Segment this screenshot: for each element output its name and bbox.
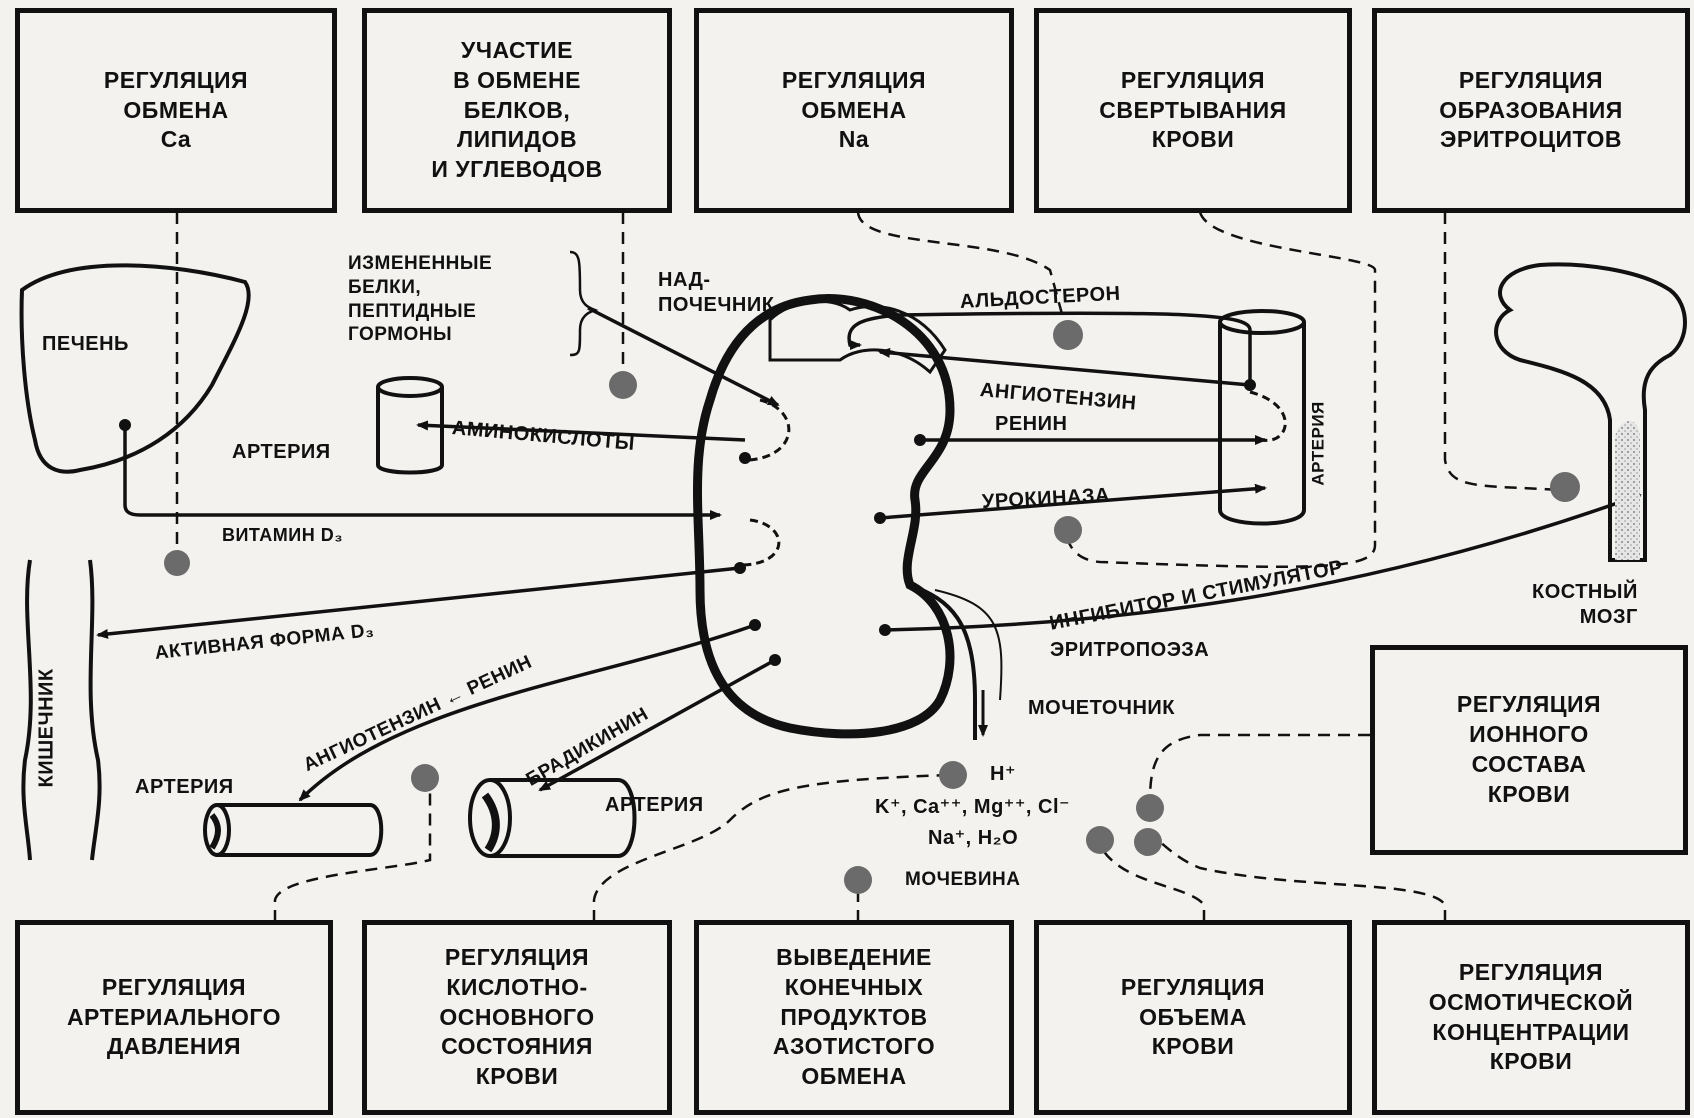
box-nitrogen-excretion: ВЫВЕДЕНИЕ КОНЕЧНЫХ ПРОДУКТОВ АЗОТИСТОГО … xyxy=(694,920,1014,1115)
box-acid-base-regulation: РЕГУЛЯЦИЯ КИСЛОТНО- ОСНОВНОГО СОСТОЯНИЯ … xyxy=(362,920,672,1115)
box-label: РЕГУЛЯЦИЯ ОСМОТИЧЕСКОЙ КОНЦЕНТРАЦИИ КРОВ… xyxy=(1429,958,1633,1078)
label-vitamin-d3: ВИТАМИН D₃ xyxy=(222,524,343,547)
dot-metabolism xyxy=(609,371,637,399)
label-liver: ПЕЧЕНЬ xyxy=(42,332,129,357)
dot-coagulation xyxy=(1054,516,1082,544)
label-adrenal: НАД- ПОЧЕЧНИК xyxy=(658,268,774,318)
box-label: РЕГУЛЯЦИЯ ОБМЕНА Na xyxy=(782,66,926,156)
box-pressure-regulation: РЕГУЛЯЦИЯ АРТЕРИАЛЬНОГО ДАВЛЕНИЯ xyxy=(15,920,333,1115)
box-ionic-regulation: РЕГУЛЯЦИЯ ИОННОГО СОСТАВА КРОВИ xyxy=(1370,645,1688,855)
label-artery-right: АРТЕРИЯ xyxy=(1307,401,1328,485)
box-metabolism: УЧАСТИЕ В ОБМЕНЕ БЕЛКОВ, ЛИПИДОВ И УГЛЕВ… xyxy=(362,8,672,213)
box-sodium-regulation: РЕГУЛЯЦИЯ ОБМЕНА Na xyxy=(694,8,1014,213)
artery-cylinder-bottom-left xyxy=(205,805,381,855)
box-label: РЕГУЛЯЦИЯ ОБЪЕМА КРОВИ xyxy=(1121,973,1265,1063)
box-label: РЕГУЛЯЦИЯ СВЕРТЫВАНИЯ КРОВИ xyxy=(1099,66,1286,156)
label-intestine: КИШЕЧНИК xyxy=(35,668,60,787)
dot-osmotic xyxy=(1134,828,1162,856)
dot-h xyxy=(939,761,967,789)
label-renin-right: РЕНИН xyxy=(995,412,1067,437)
label-artery-bottom-mid: АРТЕРИЯ xyxy=(605,793,704,818)
bone-shape xyxy=(1496,264,1685,560)
label-ions-1: K⁺, Ca⁺⁺, Mg⁺⁺, Cl⁻ xyxy=(875,795,1070,820)
dot-pressure xyxy=(411,764,439,792)
dot-na xyxy=(1053,320,1083,350)
box-calcium-regulation: РЕГУЛЯЦИЯ ОБМЕНА Ca xyxy=(15,8,337,213)
liver-shape xyxy=(22,265,249,471)
connector-volume xyxy=(1100,845,1204,922)
altered-proteins-brace xyxy=(570,252,595,355)
box-coagulation-regulation: РЕГУЛЯЦИЯ СВЕРТЫВАНИЯ КРОВИ xyxy=(1034,8,1352,213)
box-osmotic-regulation: РЕГУЛЯЦИЯ ОСМОТИЧЕСКОЙ КОНЦЕНТРАЦИИ КРОВ… xyxy=(1372,920,1690,1115)
bradykinin-arrow xyxy=(540,660,775,790)
label-urea: МОЧЕВИНА xyxy=(905,868,1020,892)
connector-ionic xyxy=(1150,735,1370,800)
box-label: РЕГУЛЯЦИЯ ИОННОГО СОСТАВА КРОВИ xyxy=(1457,690,1601,810)
label-bone-marrow: КОСТНЫЙ МОЗГ xyxy=(1532,580,1638,630)
label-h-ion: H⁺ xyxy=(990,762,1016,787)
dot-ionic xyxy=(1136,794,1164,822)
label-erythropoiesis-2: ЭРИТРОПОЭЗА xyxy=(1050,638,1209,663)
box-label: РЕГУЛЯЦИЯ ОБМЕНА Ca xyxy=(104,66,248,156)
artery-cylinder-bottom-mid xyxy=(470,780,635,856)
label-artery-left: АРТЕРИЯ xyxy=(232,440,331,465)
label-ureter: МОЧЕТОЧНИК xyxy=(1028,696,1175,721)
box-label: РЕГУЛЯЦИЯ АРТЕРИАЛЬНОГО ДАВЛЕНИЯ xyxy=(67,973,281,1063)
box-label: УЧАСТИЕ В ОБМЕНЕ БЕЛКОВ, ЛИПИДОВ И УГЛЕВ… xyxy=(431,36,602,185)
box-volume-regulation: РЕГУЛЯЦИЯ ОБЪЕМА КРОВИ xyxy=(1034,920,1352,1115)
box-label: РЕГУЛЯЦИЯ ОБРАЗОВАНИЯ ЭРИТРОЦИТОВ xyxy=(1439,66,1623,156)
label-artery-bottom-left: АРТЕРИЯ xyxy=(135,775,234,800)
angiotensin-right-arrow xyxy=(880,352,1250,385)
dot-ca xyxy=(164,550,190,576)
dot-erythrocytes xyxy=(1550,472,1580,502)
box-label: ВЫВЕДЕНИЕ КОНЕЧНЫХ ПРОДУКТОВ АЗОТИСТОГО … xyxy=(773,943,935,1092)
dot-urea xyxy=(844,866,872,894)
label-ions-2: Na⁺, H₂O xyxy=(928,826,1018,851)
active-d3-arrow xyxy=(98,568,740,635)
erythropoiesis-arrow xyxy=(885,495,1640,630)
dot-volume xyxy=(1086,826,1114,854)
box-label: РЕГУЛЯЦИЯ КИСЛОТНО- ОСНОВНОГО СОСТОЯНИЯ … xyxy=(439,943,594,1092)
label-altered-proteins: ИЗМЕНЕННЫЕ БЕЛКИ, ПЕПТИДНЫЕ ГОРМОНЫ xyxy=(348,252,492,347)
box-erythrocyte-regulation: РЕГУЛЯЦИЯ ОБРАЗОВАНИЯ ЭРИТРОЦИТОВ xyxy=(1372,8,1690,213)
